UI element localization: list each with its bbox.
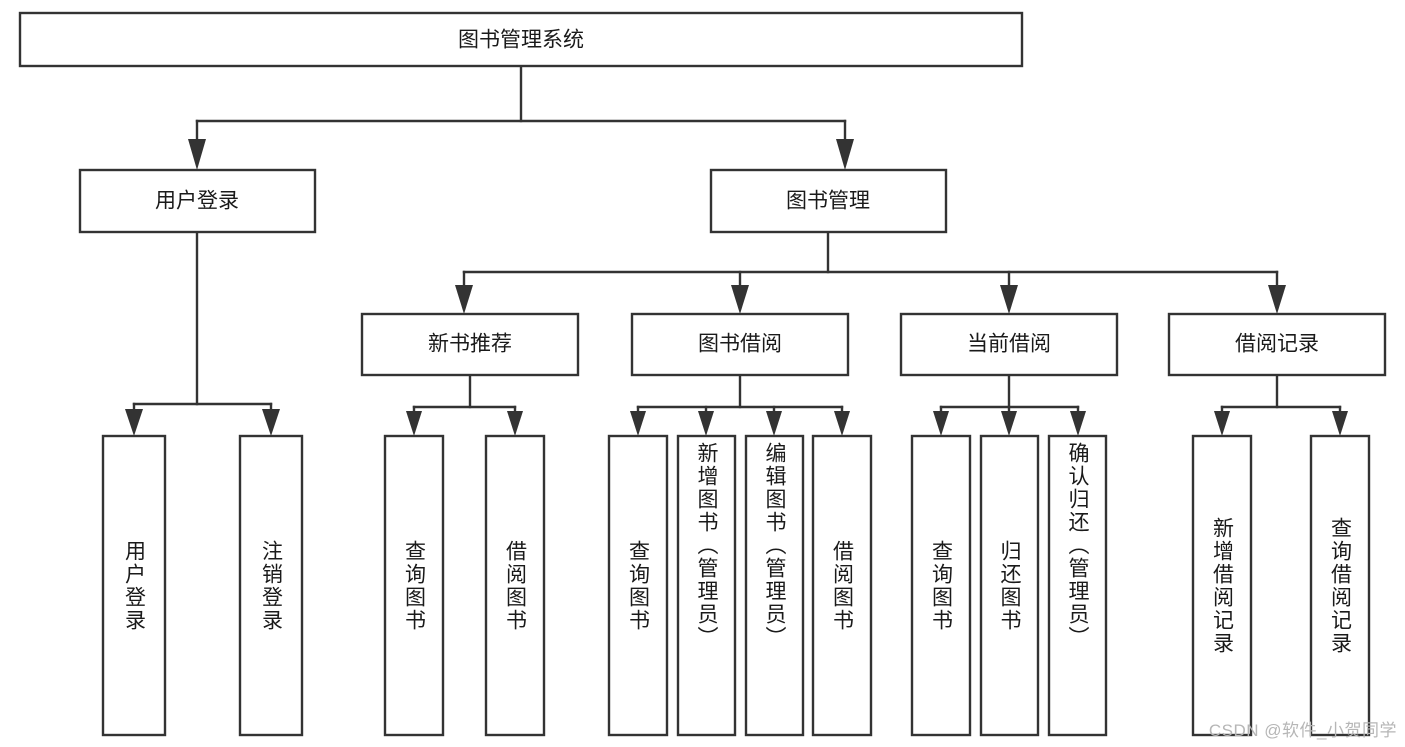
- node-user-login-label: 用户登录: [155, 190, 239, 213]
- node-borrow-record[interactable]: [1167, 312, 1387, 377]
- arrow-head-leaf-query-book-3: [933, 411, 949, 436]
- horizontal-label-group: 图书管理系统 用户登录 图书管理 新书推荐 图书借阅 当前借阅 借阅记录: [155, 29, 1319, 356]
- arrow-head-leaf-query-book-2: [630, 411, 646, 436]
- node-leaf-query-book-2[interactable]: [607, 434, 669, 737]
- node-book-borrow-label: 图书借阅: [698, 333, 782, 356]
- arrow-head-borrow-record: [1268, 285, 1286, 314]
- node-leaf-add-record[interactable]: [1191, 434, 1253, 737]
- arrow-head-leaf-return-book: [1001, 411, 1017, 436]
- arrow-head-leaf-edit-book: [766, 411, 782, 436]
- node-leaf-user-login[interactable]: [101, 434, 167, 737]
- arrow-head-leaf-add-book: [698, 411, 714, 436]
- node-leaf-edit-book[interactable]: [744, 434, 805, 737]
- node-box-group: [18, 11, 1387, 737]
- arrow-head-new-book-recommend: [455, 285, 473, 314]
- node-leaf-return-book[interactable]: [979, 434, 1040, 737]
- arrow-head-leaf-add-record: [1214, 411, 1230, 436]
- arrow-head-leaf-confirm-return: [1070, 411, 1086, 436]
- node-current-borrow[interactable]: [899, 312, 1119, 377]
- arrow-head-book-borrow: [731, 285, 749, 314]
- node-leaf-logout[interactable]: [238, 434, 304, 737]
- node-new-book-recommend[interactable]: [360, 312, 580, 377]
- arrow-head-leaf-user-login: [125, 409, 143, 436]
- arrow-head-book-management: [836, 139, 854, 170]
- arrow-head-user-login: [188, 139, 206, 170]
- node-new-book-recommend-label: 新书推荐: [428, 333, 512, 356]
- node-root-label: 图书管理系统: [458, 29, 584, 52]
- node-leaf-borrow-book-2[interactable]: [811, 434, 873, 737]
- node-leaf-query-record[interactable]: [1309, 434, 1371, 737]
- connector-group: [125, 64, 1348, 436]
- arrow-head-leaf-logout: [262, 409, 280, 436]
- node-book-management[interactable]: [709, 168, 948, 234]
- node-leaf-borrow-book-1[interactable]: [484, 434, 546, 737]
- node-book-borrow[interactable]: [630, 312, 850, 377]
- arrow-head-leaf-borrow-book-1: [507, 411, 523, 436]
- arrow-head-current-borrow: [1000, 285, 1018, 314]
- node-leaf-query-book-3[interactable]: [910, 434, 972, 737]
- watermark-text: CSDN @软件_小贺同学: [1208, 721, 1397, 740]
- arrow-head-leaf-borrow-book-2: [834, 411, 850, 436]
- node-leaf-add-book[interactable]: [676, 434, 737, 737]
- arrow-head-leaf-query-book-1: [406, 411, 422, 436]
- node-current-borrow-label: 当前借阅: [967, 333, 1051, 356]
- node-borrow-record-label: 借阅记录: [1235, 333, 1319, 356]
- node-user-login[interactable]: [78, 168, 317, 234]
- node-leaf-query-book-1[interactable]: [383, 434, 445, 737]
- node-leaf-confirm-return[interactable]: [1047, 434, 1108, 737]
- node-book-management-label: 图书管理: [786, 190, 870, 213]
- node-root[interactable]: [18, 11, 1024, 68]
- arrow-head-leaf-query-record: [1332, 411, 1348, 436]
